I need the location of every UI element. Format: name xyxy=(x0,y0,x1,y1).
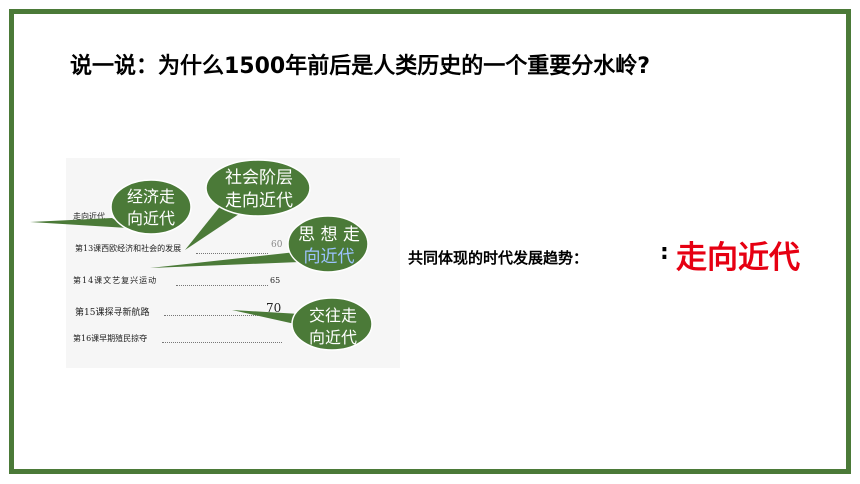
bubble-thought-line2: 向近代 xyxy=(303,247,355,267)
bubble-society: 社会阶层 走向近代 xyxy=(216,167,302,213)
toc-page: 65 xyxy=(270,276,281,285)
bubble-society-line1: 社会阶层 xyxy=(225,168,293,188)
bubble-thought-line1: 思 想 走 xyxy=(298,225,360,245)
toc-page: 70 xyxy=(266,301,282,315)
trend-value: 走向近代 xyxy=(676,240,800,276)
toc-leader xyxy=(176,285,268,286)
bubble-exchange: 交往走 向近代 xyxy=(298,305,368,349)
toc-page: 60 xyxy=(271,240,283,250)
toc-line-text: 第13课西欧经济和社会的发展 xyxy=(75,244,182,253)
bubble-exchange-line1: 交往走 xyxy=(308,306,357,325)
toc-line-lesson-14: 第14课文艺复兴运动 xyxy=(73,276,158,285)
toc-line-lesson-13: 第13课西欧经济和社会的发展 xyxy=(75,243,181,254)
toc-line-lesson-16: 第16课早期殖民掠夺 xyxy=(73,334,148,343)
slide-title: 说一说：为什么1500年前后是人类历史的一个重要分水岭? xyxy=(70,54,650,79)
bubble-thought: 思 想 走 向近代 xyxy=(292,224,366,268)
toc-leader xyxy=(162,342,282,343)
trend-label: 共同体现的时代发展趋势： xyxy=(408,249,589,267)
toc-leader xyxy=(196,253,268,254)
bubble-economy-line1: 经济走 xyxy=(126,187,175,206)
toc-line-unit: 走向近代 xyxy=(73,212,105,221)
bubble-society-line2: 走向近代 xyxy=(225,191,293,211)
bubble-economy: 经济走 向近代 xyxy=(118,186,184,230)
bubble-economy-line2: 向近代 xyxy=(126,209,175,228)
trend-colon: : xyxy=(660,240,669,265)
toc-line-lesson-15: 第15课探寻新航路 xyxy=(75,308,150,318)
bubble-exchange-line2: 向近代 xyxy=(308,328,357,347)
toc-leader xyxy=(164,315,264,316)
